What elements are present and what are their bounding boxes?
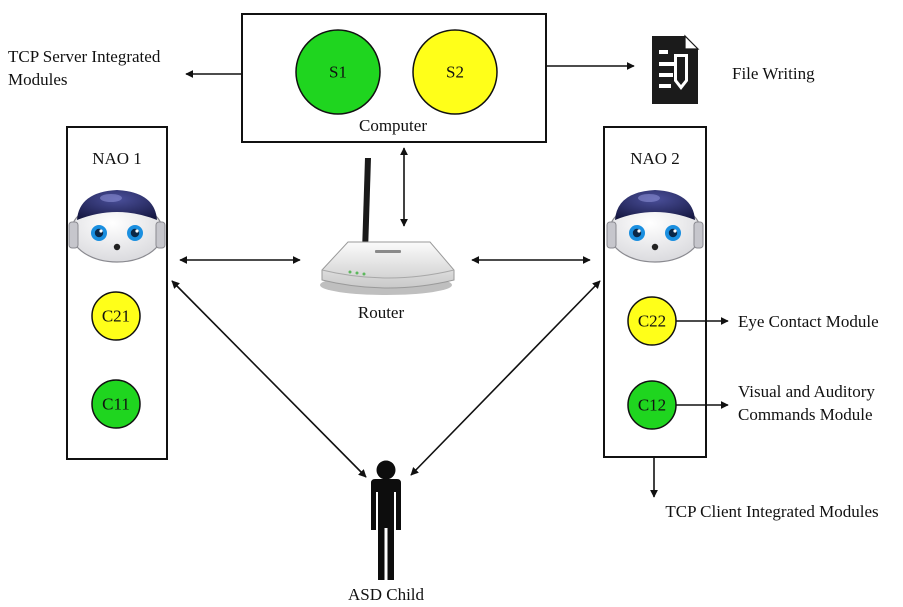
tcp-client-label: TCP Client Integrated Modules — [665, 502, 878, 521]
client-c22-label: C22 — [638, 312, 666, 331]
visual-auditory-label-line2: Commands Module — [738, 405, 873, 424]
router-label: Router — [358, 303, 405, 322]
arrow-nao1-child — [171, 280, 367, 478]
client-c11-label: C11 — [102, 395, 130, 414]
nao1-label: NAO 1 — [92, 149, 142, 168]
server-s2-node — [412, 29, 498, 115]
nao2-label: NAO 2 — [630, 149, 680, 168]
arrow-nao2-child — [410, 280, 601, 476]
file-writing-label: File Writing — [732, 64, 815, 83]
tcp-server-label-line1: TCP Server Integrated — [8, 47, 161, 66]
tcp-server-label-line2: Modules — [8, 70, 68, 89]
eye-contact-module-label: Eye Contact Module — [738, 312, 879, 331]
server-s1-label: S1 — [329, 63, 347, 82]
computer-label: Computer — [359, 116, 427, 135]
client-c21-label: C21 — [102, 307, 130, 326]
server-s1-node — [295, 29, 381, 115]
nao2-box — [603, 126, 707, 458]
client-c12-label: C12 — [638, 396, 666, 415]
asd-child-label: ASD Child — [348, 585, 425, 604]
server-s2-label: S2 — [446, 63, 464, 82]
visual-auditory-label-line1: Visual and Auditory — [738, 382, 875, 401]
client-c21-node — [91, 291, 141, 341]
client-c11-node — [91, 379, 141, 429]
document-pen-icon — [652, 34, 700, 104]
wifi-router-icon — [320, 158, 455, 295]
person-icon — [371, 460, 401, 580]
